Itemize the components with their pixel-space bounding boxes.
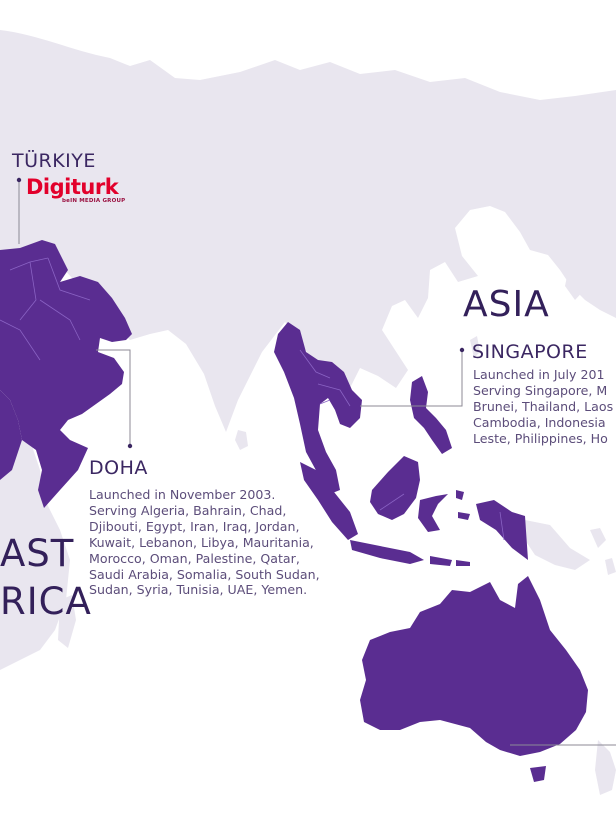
region-lesser-sunda [430, 556, 470, 566]
turkiye-label: TÜRKIYE [12, 150, 96, 172]
region-label-mena-line1: AST [0, 532, 75, 575]
digiturk-logo-wordmark: Digiturk [26, 175, 119, 199]
landmass-srilanka [235, 430, 248, 450]
digiturk-logo-tagline: beIN MEDIA GROUP [62, 198, 126, 204]
country-borders [0, 257, 505, 541]
digiturk-logo: Digiturk beIN MEDIA GROUP [26, 175, 125, 207]
singapore-label: SINGAPORE [472, 341, 588, 363]
region-philippines [410, 376, 452, 454]
doha-description: Launched in November 2003. Serving Alger… [89, 487, 320, 598]
region-sulawesi [418, 494, 448, 532]
landmass-africa [0, 400, 70, 670]
landmass-madagascar [58, 595, 76, 648]
region-label-asia: ASIA [463, 284, 550, 325]
landmass-taiwan [470, 336, 480, 358]
landmass-pacific-islands [590, 528, 616, 575]
landmass-png [525, 520, 590, 570]
region-sumatra [300, 462, 358, 540]
singapore-description: Launched in July 201 Serving Singapore, … [473, 367, 614, 446]
region-moluccas [456, 490, 470, 520]
callout-lines [18, 180, 616, 746]
doha-label: DOHA [89, 457, 148, 479]
region-australia [360, 576, 588, 756]
region-label-mena-line2: RICA [0, 580, 92, 623]
region-java [350, 540, 424, 564]
landmass-eurasia [0, 30, 616, 432]
landmass-newzealand [595, 740, 616, 795]
region-east-africa [0, 390, 22, 480]
region-sea-mainland [274, 322, 362, 494]
region-papua [476, 500, 528, 560]
callout-dots [16, 177, 465, 449]
region-mena [0, 240, 132, 508]
region-borneo [370, 456, 420, 520]
region-tasmania [530, 766, 546, 782]
landmass-japan [560, 230, 596, 300]
